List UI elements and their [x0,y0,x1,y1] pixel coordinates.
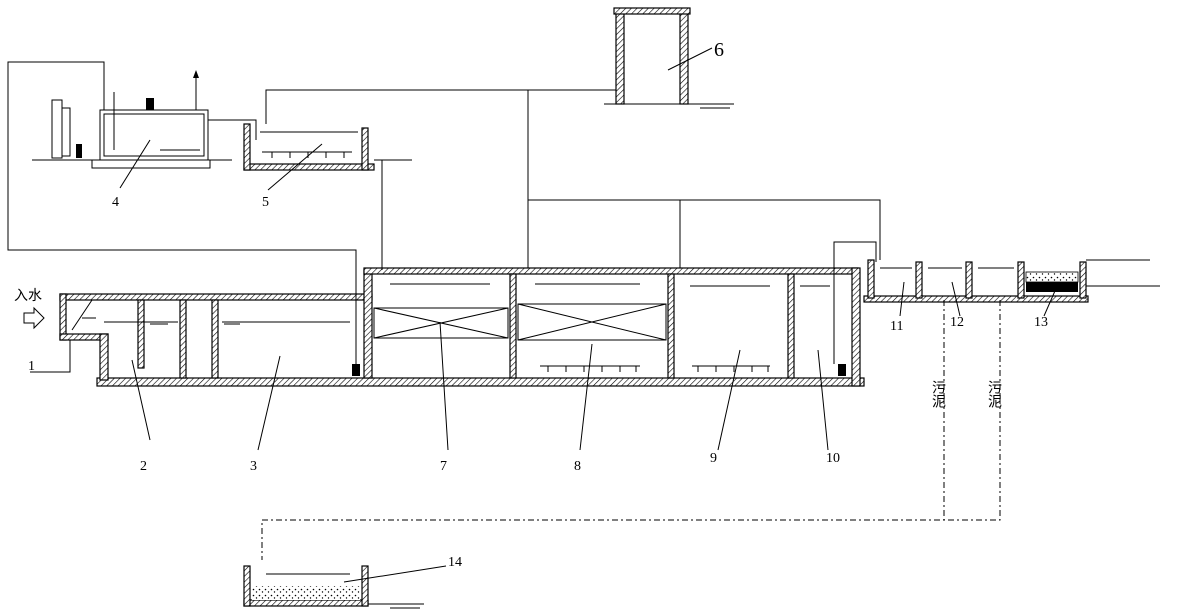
inlet-channel-left-wall [59,293,67,341]
label-2: 2 [140,459,147,474]
label-6: 6 [714,39,724,61]
label-5: 5 [262,195,269,210]
tank-9-10-wall [787,273,795,379]
label-14: 14 [448,555,462,570]
tank-2-left-wall [99,333,109,381]
unit-4-equipment [32,70,232,169]
label-4: 4 [112,195,119,210]
filter-media-13 [1026,282,1078,292]
main-base-slab [96,377,865,387]
label-13: 13 [1034,315,1048,330]
unit-6-building [604,7,734,105]
tank-2-right-wall [179,299,187,379]
inlet-channel-top [59,293,373,301]
inlet-label: 入水 [14,288,42,304]
leader-lines [30,47,1059,583]
label-11: 11 [890,319,903,334]
bio-tank-top [363,267,859,275]
tank-7-left-wall [363,269,373,379]
tank-8-media [517,303,667,341]
return-pump-icon [838,364,846,376]
units-11-13 [863,259,1160,303]
piping [7,61,1001,560]
tank-7-8-wall [509,273,517,379]
tank-10-right-wall [851,267,861,387]
screen-bar [71,299,93,331]
sludge-label-1: 污泥 [930,380,946,409]
tank-2-baffle [137,299,145,369]
label-12: 12 [950,315,964,330]
sludge-label-2: 污泥 [986,380,1002,409]
tank-8-aerators [540,365,640,372]
main-tank-train [59,267,865,387]
label-10: 10 [826,451,840,466]
label-3: 3 [250,459,257,474]
label-1: 1 [28,359,35,374]
unit-14-sludge-tank [243,565,424,607]
ground-marks [390,107,730,609]
unit-4-column [51,99,63,159]
label-7: 7 [440,459,447,474]
tank-8-9-wall [667,273,675,379]
tank-3-left-wall [211,299,219,379]
lift-pump-icon [352,364,360,376]
tank-9-aerators [692,365,770,372]
label-9: 9 [710,451,717,466]
inlet-arrow-icon [23,306,45,330]
unit-5-tank [243,123,412,171]
unit-4-tank [99,109,209,161]
label-8: 8 [574,459,581,474]
